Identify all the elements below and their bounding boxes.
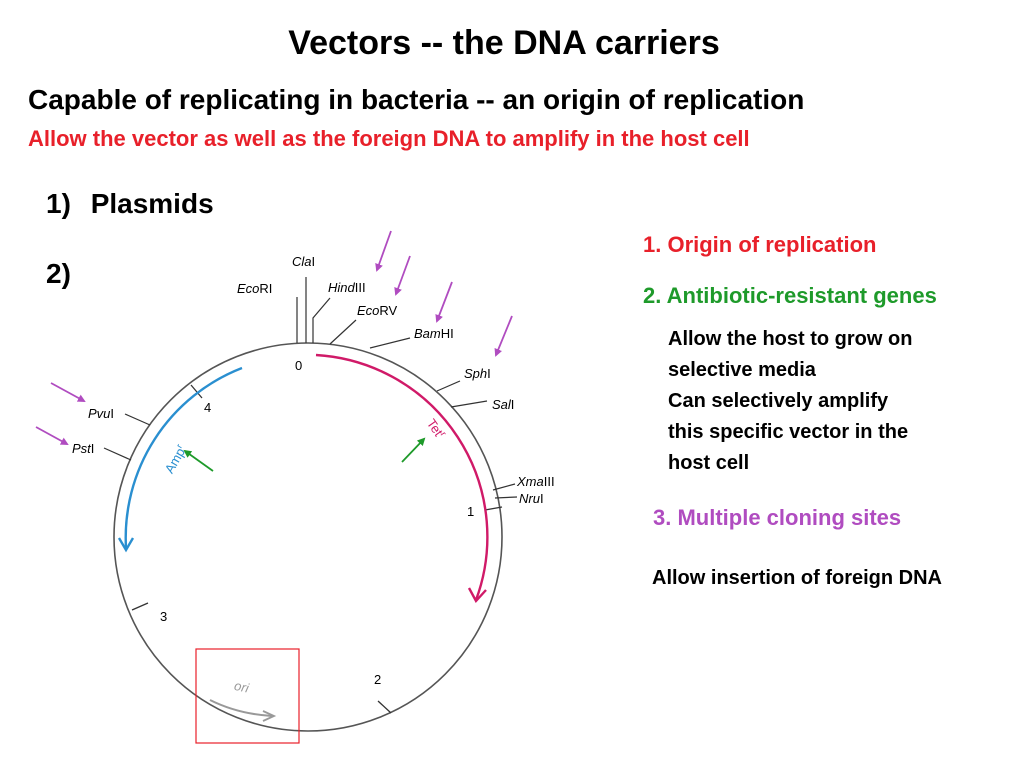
feature-cloning-sites: 3. Multiple cloning sites [653,505,902,530]
site-label-ecori: EcoRI [237,281,272,296]
plasmid-circle [113,342,503,732]
cloning-site-arrow [35,426,69,445]
coordinate-tick [377,700,392,714]
feature-origin: 1. Origin of replication [643,232,877,257]
cloning-site-arrow [435,281,453,323]
site-line-xmaiii [492,483,516,491]
site-label-pvui: PvuI [88,406,114,421]
desc-line: Allow the host to grow on [668,328,913,350]
desc-line: Can selectively amplify [668,390,889,412]
site-line-sali [450,400,488,408]
ori-arrow [209,699,273,717]
ori-label: ori [233,678,251,696]
site-line-pvui [124,413,151,426]
ori-arrowhead [262,710,277,722]
coordinate-label: 2 [374,672,381,687]
site-line-ecorv [329,319,357,345]
cloning-site-arrow [394,255,411,296]
list-item-plasmids: 1) Plasmids [46,188,214,220]
ori-highlight-box [195,648,300,744]
list-number: 1) [46,188,71,219]
site-label-psti: PstI [72,441,94,456]
coordinate-tick [131,602,149,611]
site-label-ecorv: EcoRV [357,303,398,318]
site-line-bamhi [369,337,411,349]
site-label-bamhi: BamHI [414,326,454,341]
desc-line: host cell [668,452,750,474]
site-line-nrui [494,496,518,499]
site-label-sali: SalI [492,397,514,412]
amp-gene-arc [124,366,243,549]
cloning-site-arrow [375,230,392,272]
feature-antibiotic: 2. Antibiotic-resistant genes [643,283,937,308]
cloning-site-arrow [494,315,513,357]
list-label: Plasmids [90,188,214,219]
desc-line: selective media [668,359,816,381]
coordinate-tick [190,384,203,399]
subtitle-note: Allow the vector as well as the foreign … [28,126,750,151]
page-title: Vectors -- the DNA carriers [288,24,720,62]
amp-gene-label: Ampr [161,442,190,476]
cloning-site-arrow [50,382,86,402]
desc-line: this specific vector in the [668,421,909,443]
site-line-psti [103,447,132,461]
list-item-2: 2) [46,258,71,290]
coordinate-label: 1 [467,504,474,519]
site-label-nrui: NruI [519,491,544,506]
subtitle: Capable of replicating in bacteria -- an… [28,84,805,115]
coordinate-label: 4 [204,400,211,415]
antibiotic-description: Allow the host to grow on selective medi… [668,324,912,479]
amp-gene-arrowhead [117,537,135,553]
site-label-sphi: SphI [464,366,491,381]
coordinate-label: 3 [160,609,167,624]
site-label-hindiii: HindIII [328,280,366,295]
cloning-description: Allow insertion of foreign DNA [652,567,942,589]
antibiotic-gene-arrow [183,449,214,472]
site-label-xmaiii: XmaIII [516,474,555,489]
antibiotic-gene-arrow [401,437,426,463]
tet-gene-arc [315,353,489,601]
coordinate-tick [484,506,503,511]
site-line-hindiii [312,297,331,343]
tet-gene-arrowhead [467,587,487,604]
site-label-clai: ClaI [292,254,315,269]
coordinate-label: 0 [295,358,302,373]
site-line-sphi [436,380,461,392]
list-number: 2) [46,258,71,289]
